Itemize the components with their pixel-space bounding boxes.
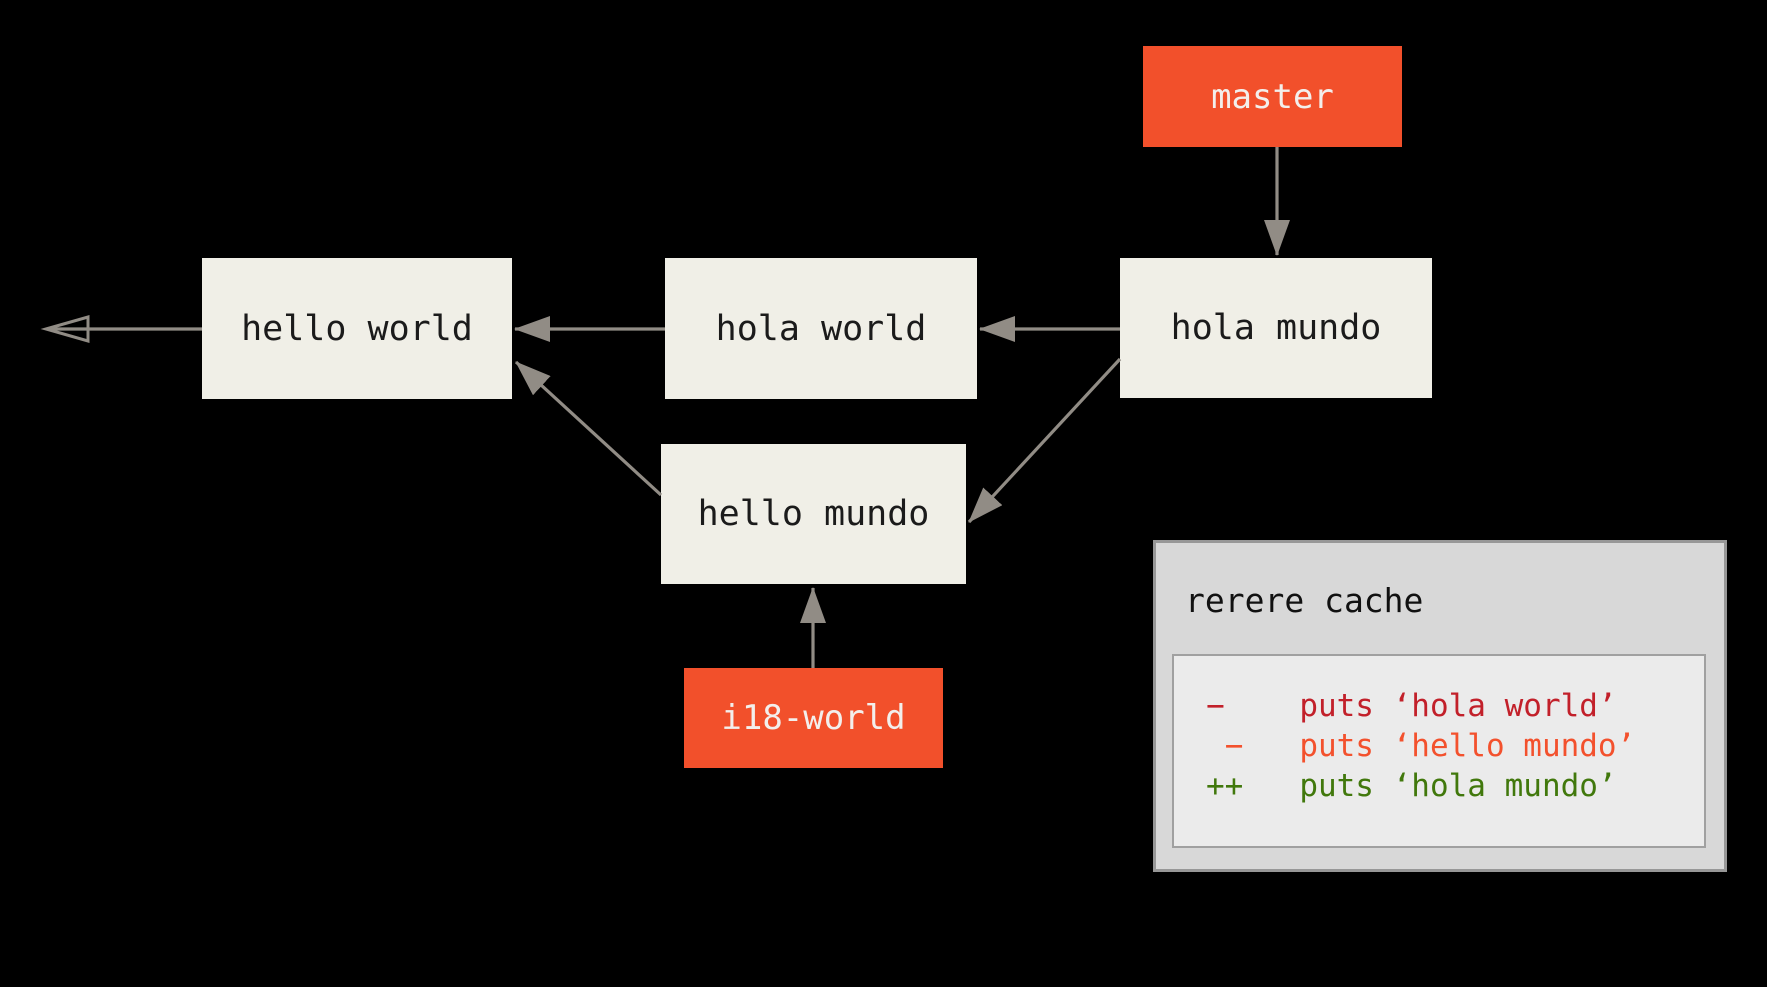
branch-label-master: master	[1143, 46, 1402, 147]
commit-label: hello world	[241, 308, 473, 349]
commit-node-hola-world: hola world	[665, 258, 977, 399]
rerere-cache-panel: rerere cache − puts ‘hola world’ − puts …	[1153, 540, 1727, 872]
commit-node-hello-mundo: hello mundo	[661, 444, 966, 584]
diff-line-added-resolution: ++ puts ‘hola mundo’	[1206, 768, 1617, 804]
commit-node-hello-world: hello world	[202, 258, 512, 399]
commit-label: hola mundo	[1170, 308, 1382, 348]
rerere-cache-title: rerere cache	[1185, 581, 1424, 620]
commit-node-hola-mundo: hola mundo	[1120, 258, 1432, 398]
rerere-cache-diff-box: − puts ‘hola world’ − puts ‘hello mundo’…	[1172, 654, 1706, 848]
arrow-hello-mundo-to-hello-world	[514, 360, 663, 497]
branch-label-master-text: master	[1211, 76, 1334, 117]
arrow-hola-mundo-to-hello-mundo	[967, 357, 1122, 524]
diff-line-removed-ours: − puts ‘hola world’	[1206, 688, 1617, 724]
commit-label: hola world	[715, 308, 927, 349]
diff-line-removed-theirs: − puts ‘hello mundo’	[1206, 728, 1636, 764]
branch-label-i18-world: i18-world	[684, 668, 943, 768]
commit-label: hello mundo	[697, 494, 930, 534]
branch-label-i18-world-text: i18-world	[721, 698, 906, 738]
open-arrowhead-history	[40, 315, 90, 343]
